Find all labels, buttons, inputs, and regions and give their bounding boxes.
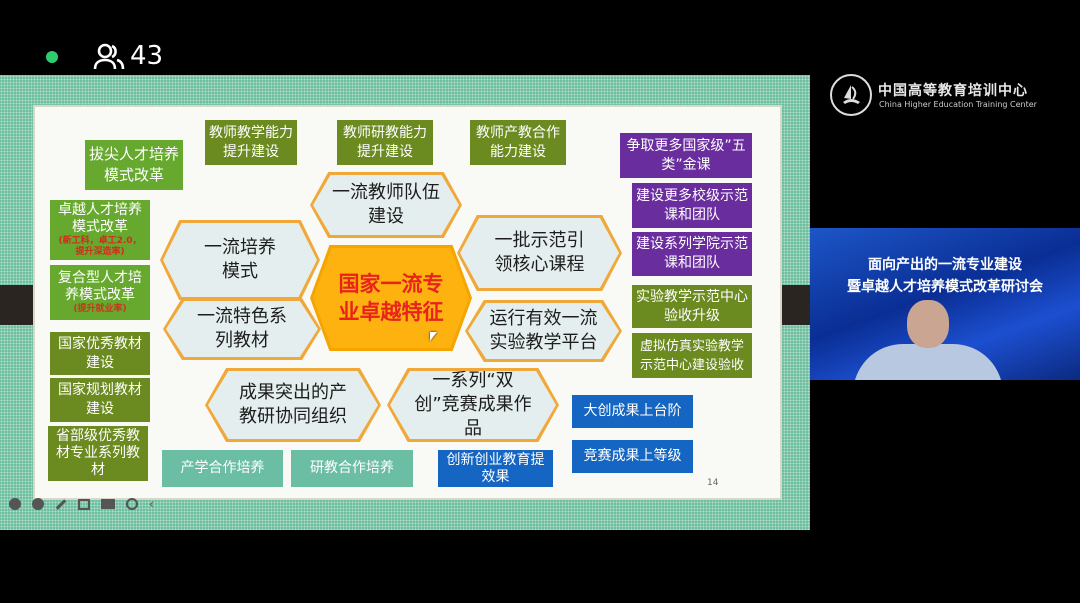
callout-excellent-talent: 卓越人才培养模式改革(新工科，卓工2.0，提升深造率): [50, 200, 150, 260]
pencil-icon[interactable]: [55, 498, 67, 510]
logo: [830, 74, 872, 116]
callout-teacher-research: 教师研教能力提升建设: [337, 120, 433, 165]
callout-national-textbook: 国家优秀教材建设: [50, 332, 150, 375]
callout-innovation-projects: 大创成果上台阶: [572, 395, 693, 428]
callout-virtual-lab: 虚拟仿真实验教学示范中心建设验收: [632, 333, 752, 378]
record-icon[interactable]: [9, 498, 21, 510]
hex-core-courses: 一批示范引领核心课程: [457, 215, 622, 291]
callout-lab-center: 实验教学示范中心验收升级: [632, 285, 752, 328]
callout-industry-coop: 产学合作培养: [162, 450, 283, 487]
pen-icon[interactable]: [32, 498, 44, 510]
hex-lab-platform: 运行有效一流实验教学平台: [465, 300, 622, 362]
presentation-toolbar: ‹: [5, 495, 190, 513]
hex-teacher-team: 一流教师队伍建设: [310, 172, 462, 238]
callout-planned-textbook: 国家规划教材建设: [50, 378, 150, 422]
video-banner-line-1: 面向产出的一流专业建设: [868, 257, 1022, 273]
callout-golden-courses: 争取更多国家级”五类”金课: [620, 133, 752, 178]
callout-college-courses: 建设系列学院示范课和团队: [632, 232, 752, 276]
callout-school-courses: 建设更多校级示范课和团队: [632, 183, 752, 228]
callout-competition: 竞赛成果上等级: [572, 440, 693, 473]
speaker: [853, 344, 1003, 380]
logo-title: 中国高等教育培训中心: [878, 83, 1028, 99]
hex-innovation: 一系列“双创”竞赛成果作品: [387, 368, 559, 442]
callout-entrepreneurship: 创新创业教育提效果: [438, 450, 553, 487]
hex-industry-research: 成果突出的产教研协同组织: [205, 368, 381, 442]
callout-teacher-teaching: 教师教学能力提升建设: [205, 120, 297, 165]
callout-research-coop: 研教合作培养: [291, 450, 413, 487]
logo-subtitle: China Higher Education Training Center: [879, 100, 1037, 109]
hex-core: 国家一流专业卓越特征: [310, 245, 472, 351]
callout-teacher-industry: 教师产教合作能力建设: [470, 120, 566, 165]
left-side-tab: [0, 285, 36, 325]
callout-top-talent: 拔尖人才培养模式改革: [85, 140, 183, 190]
fullscreen-icon[interactable]: [78, 498, 90, 510]
callout-compound-talent: 复合型人才培养模式改革(提升就业率): [50, 265, 150, 320]
participant-count: 43: [130, 41, 164, 71]
mouse-cursor-icon: [430, 332, 437, 341]
collapse-icon[interactable]: ‹: [149, 497, 154, 511]
status-dot: [46, 51, 58, 63]
video-banner-line-2: 暨卓越人才培养模式改革研讨会: [847, 279, 1043, 295]
hex-textbooks: 一流特色系列教材: [163, 298, 321, 360]
speaker-video[interactable]: 面向产出的一流专业建设 暨卓越人才培养模式改革研讨会: [810, 228, 1080, 380]
globe-icon[interactable]: [126, 498, 138, 510]
page-number: 14: [707, 478, 719, 488]
layout-icon[interactable]: [101, 499, 115, 509]
people-icon[interactable]: [93, 43, 125, 71]
hex-training-model: 一流培养模式: [160, 220, 320, 300]
callout-provincial-textbook: 省部级优秀教材专业系列教材: [48, 426, 148, 481]
speaker-head: [907, 300, 949, 348]
